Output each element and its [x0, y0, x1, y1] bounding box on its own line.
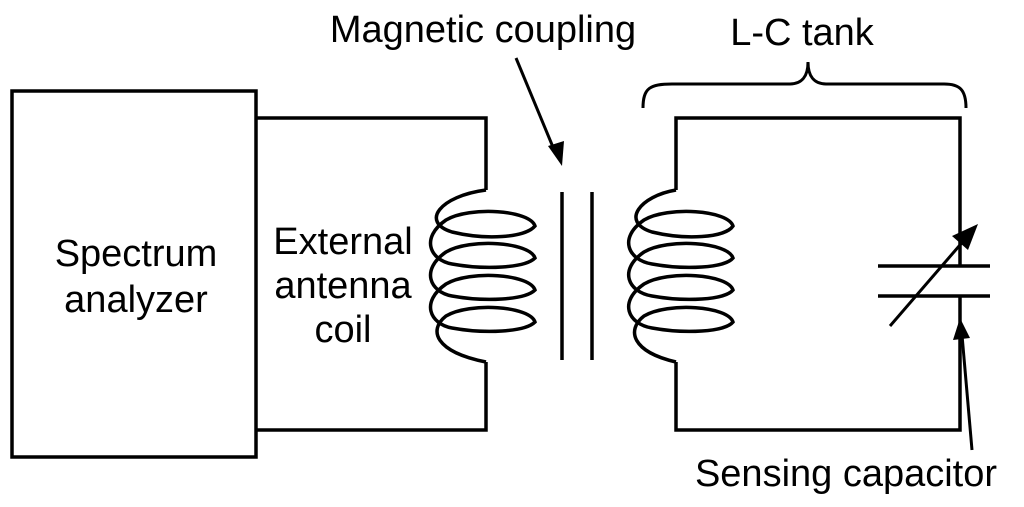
external-coil-top-wire [256, 116, 488, 190]
analyzer-label-line1: Spectrum [55, 233, 218, 275]
external-antenna-coil [428, 188, 537, 364]
tank-bottom-wire [674, 296, 962, 432]
coil-label-line2: antenna [274, 265, 412, 307]
coupling-label: Magnetic coupling [330, 9, 636, 51]
variable-arrow-head-icon [952, 224, 978, 250]
tank-label: L-C tank [730, 12, 875, 54]
capacitor-label: Sensing capacitor [695, 453, 997, 495]
capacitor-pointer-line [960, 334, 974, 451]
tank-top-wire [674, 116, 962, 266]
coil-label-line1: External [273, 221, 412, 263]
coil-label-line3: coil [314, 309, 371, 351]
variable-arrow-shaft [888, 237, 968, 327]
analyzer-label-line2: analyzer [64, 279, 208, 321]
external-coil-bottom-wire [256, 362, 488, 432]
tank-inductor-coil [626, 188, 735, 364]
coupling-pointer-arrowhead-icon [548, 141, 564, 166]
spectrum-analyzer-box [10, 89, 258, 459]
tank-brace [641, 61, 968, 109]
capacitor-pointer-arrowhead-icon [953, 318, 970, 340]
coupling-pointer-line [514, 57, 557, 153]
